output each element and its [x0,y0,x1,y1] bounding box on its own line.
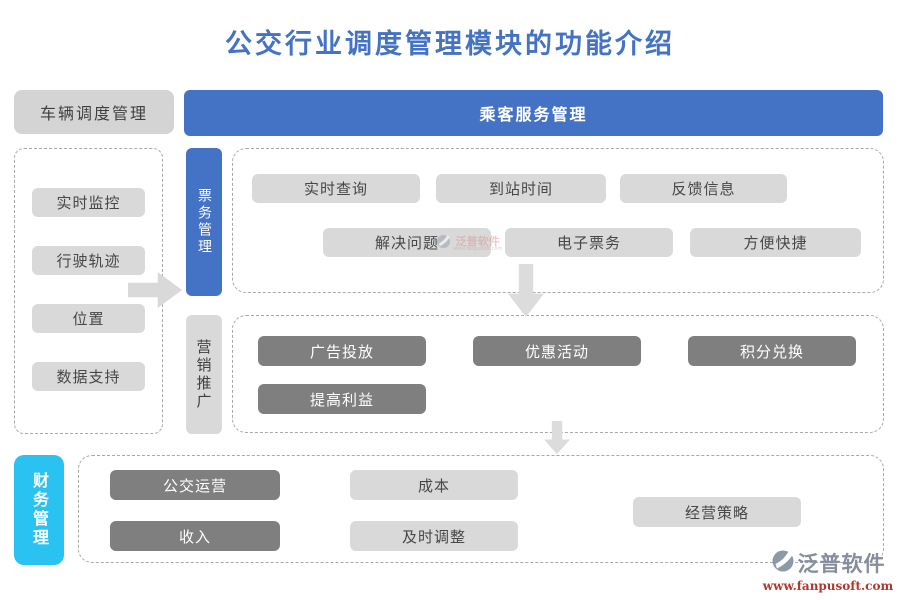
marketing-section-container [232,315,884,433]
vehicle-item-data-support: 数据支持 [32,362,145,391]
vehicle-dispatch-header: 车辆调度管理 [14,90,174,134]
fanpu-logo-url: www.fanpusoft.com [762,579,894,593]
ticket-btn-feedback-info: 反馈信息 [620,174,787,203]
ticket-btn-convenient: 方便快捷 [690,228,861,257]
fanpu-logo-name: 泛普软件 [797,552,886,576]
ticket-btn-e-ticketing: 电子票务 [505,228,673,257]
ticket-btn-realtime-query: 实时查询 [252,174,420,203]
ticket-btn-solve-problem: 解决问题 [323,228,491,257]
watermark-url: www.fanpusoft.com [453,245,503,252]
watermark-name: 泛普软件 [455,234,500,248]
watermark: 泛普软件 www.fanpusoft.com [436,234,502,253]
finance-btn-bus-operation: 公交运营 [110,470,280,500]
watermark-logo-icon [436,234,451,253]
page-title: 公交行业调度管理模块的功能介绍 [225,29,675,60]
vehicle-item-position: 位置 [32,304,145,333]
ticket-btn-arrival-time: 到站时间 [436,174,606,203]
marketing-btn-promotions: 优惠活动 [473,336,641,366]
fanpu-logo-icon [771,549,795,577]
passenger-service-banner: 乘客服务管理 [184,90,883,136]
marketing-section-label: 营销推广 [186,315,222,434]
finance-section-label: 财务管理 [14,455,64,565]
finance-btn-cost: 成本 [350,470,518,500]
marketing-btn-points-redeem: 积分兑换 [688,336,856,366]
finance-btn-business-strategy: 经营策略 [633,497,801,527]
finance-btn-timely-adjust: 及时调整 [350,521,518,551]
marketing-btn-ad-placement: 广告投放 [258,336,426,366]
vehicle-item-driving-track: 行驶轨迹 [32,246,145,275]
ticket-section-container [232,148,884,293]
marketing-btn-increase-profit: 提高利益 [258,384,426,414]
finance-btn-income: 收入 [110,521,280,551]
ticket-section-label: 票务管理 [186,148,222,296]
fanpu-logo: 泛普软件 www.fanpusoft.com [760,548,896,593]
vehicle-item-realtime-monitor: 实时监控 [32,188,145,217]
